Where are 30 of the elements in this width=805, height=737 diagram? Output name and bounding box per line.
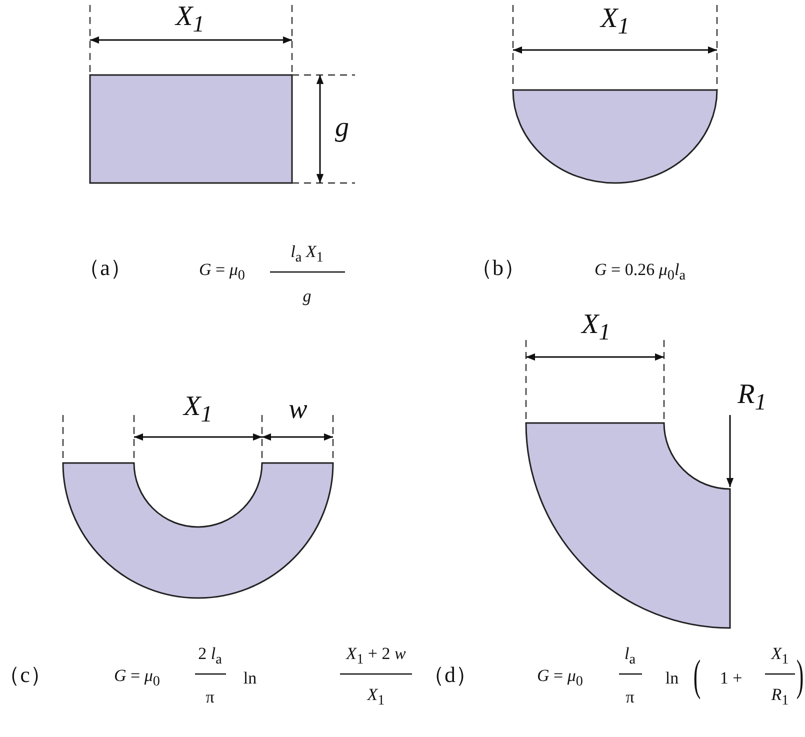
- dimension-label: g: [335, 114, 349, 142]
- panel-label: （a）: [78, 257, 132, 279]
- panel-label: （c）: [0, 664, 52, 686]
- parenthesis: ): [796, 654, 804, 698]
- formula: ln: [243, 670, 257, 686]
- formula-denominator: R$_{1}$: [771, 686, 789, 708]
- formula-denominator: π: [626, 688, 634, 706]
- formula: G = μ$_{0}$: [537, 667, 583, 689]
- formula-denominator: π: [206, 688, 214, 706]
- formula-denominator: X$_{1}$: [367, 686, 385, 708]
- parenthesis: (: [693, 654, 701, 698]
- panel-label: （b）: [470, 257, 526, 279]
- formula-numerator: X$_{1}$: [771, 645, 789, 667]
- dimension-label: R$_{1}$: [738, 381, 766, 415]
- dimension-label: X$_{1}$: [184, 393, 212, 427]
- formula-denominator: g: [302, 288, 312, 304]
- dimension-label: X$_{1}$: [582, 311, 610, 345]
- formula: 1 +: [720, 670, 742, 686]
- dimension-label: X$_{1}$: [176, 3, 204, 37]
- formula-numerator: l$_{a}$ X$_{1}$: [290, 243, 324, 265]
- dimension-label: X$_{1}$: [600, 5, 630, 39]
- formula: G = μ$_{0}$: [114, 667, 160, 689]
- formula: ln: [665, 670, 679, 686]
- formula-numerator: 2 l$_{a}$: [198, 645, 222, 667]
- formula-numerator: X$_{1}$ + 2 w: [346, 645, 406, 667]
- formula: G = 0.26 μ$_{0}$l$_{a}$: [594, 261, 686, 283]
- panel-label: （d）: [422, 664, 478, 686]
- formula: G = μ$_{0}$: [199, 261, 245, 283]
- formula-numerator: l$_{a}$: [624, 645, 636, 667]
- dimension-label: w: [288, 396, 308, 424]
